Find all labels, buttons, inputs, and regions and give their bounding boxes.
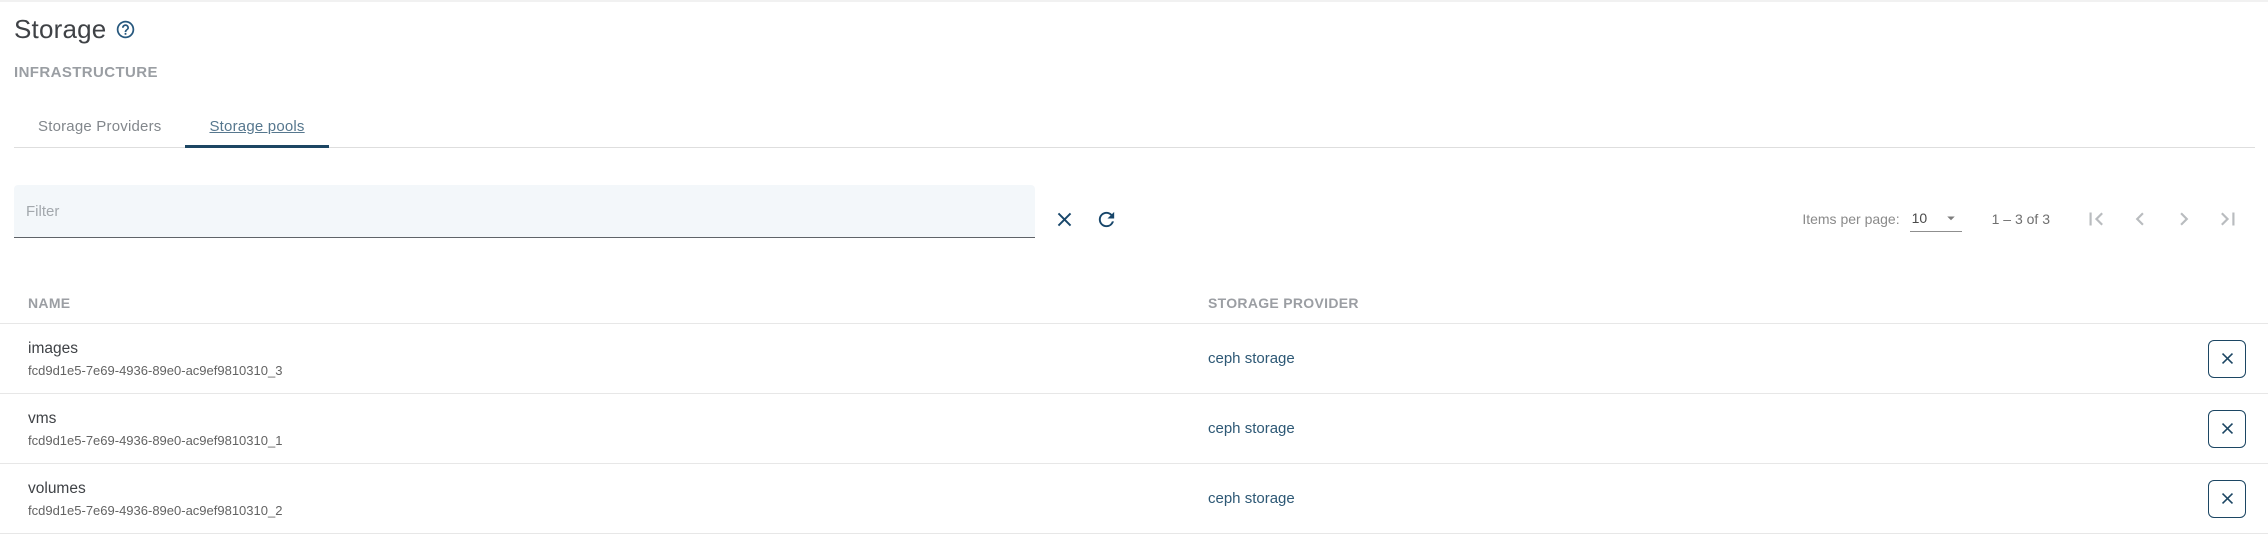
filter-group — [14, 185, 1119, 238]
pool-name-cell: images fcd9d1e5-7e69-4936-89e0-ac9ef9810… — [0, 340, 1208, 378]
tab-storage-providers[interactable]: Storage Providers — [38, 118, 162, 135]
pool-id: fcd9d1e5-7e69-4936-89e0-ac9ef9810310_1 — [28, 432, 283, 448]
close-x-icon — [2221, 492, 2233, 505]
column-header-storage-provider: STORAGE PROVIDER — [1208, 294, 1359, 311]
row-actions-cell — [2208, 479, 2268, 518]
help-icon[interactable] — [115, 19, 136, 40]
refresh-button[interactable] — [1093, 206, 1119, 232]
tab-storage-pools[interactable]: Storage pools — [185, 106, 329, 148]
table-row: volumes fcd9d1e5-7e69-4936-89e0-ac9ef981… — [0, 464, 2268, 534]
page-header: Storage — [14, 14, 2255, 45]
table-row: vms fcd9d1e5-7e69-4936-89e0-ac9ef9810310… — [0, 394, 2268, 464]
clear-x-icon — [1053, 208, 1076, 231]
tab-bar: Storage Providers Storage pools — [14, 106, 2255, 148]
storage-provider-link[interactable]: ceph storage — [1208, 350, 1295, 367]
pager-buttons — [2074, 204, 2250, 234]
close-x-icon — [2221, 422, 2233, 435]
table-header-row: NAME STORAGE PROVIDER — [0, 282, 2268, 324]
pool-name: volumes — [28, 479, 86, 497]
clear-filter-button[interactable] — [1051, 206, 1077, 232]
delete-pool-button[interactable] — [2208, 479, 2246, 518]
refresh-icon — [1095, 208, 1118, 231]
first-page-button[interactable] — [2079, 204, 2113, 234]
page-title: Storage — [14, 14, 107, 44]
pool-id: fcd9d1e5-7e69-4936-89e0-ac9ef9810310_3 — [28, 362, 283, 378]
chevron-down-icon — [1946, 216, 1955, 220]
close-x-icon — [2221, 352, 2233, 365]
paginator-range-label: 1 – 3 of 3 — [1991, 211, 2050, 227]
next-page-button[interactable] — [2167, 204, 2201, 234]
section-label: INFRASTRUCTURE — [14, 64, 158, 81]
chevron-right-icon — [2180, 212, 2189, 226]
pool-name-cell: volumes fcd9d1e5-7e69-4936-89e0-ac9ef981… — [0, 480, 1208, 518]
filter-field — [14, 185, 1035, 238]
first-page-icon — [2089, 212, 2103, 226]
page-size-select[interactable]: 10 — [1909, 207, 1962, 232]
storage-pools-table: NAME STORAGE PROVIDER images fcd9d1e5-7e… — [0, 282, 2268, 534]
pool-name-cell: vms fcd9d1e5-7e69-4936-89e0-ac9ef9810310… — [0, 410, 1208, 448]
previous-page-button[interactable] — [2123, 204, 2157, 234]
pool-name: vms — [28, 409, 57, 427]
viewport-top-divider — [0, 0, 2268, 2]
page-size-value: 10 — [1911, 209, 1928, 226]
chevron-left-icon — [2135, 212, 2144, 226]
items-per-page-label: Items per page: — [1802, 211, 1900, 227]
row-actions-cell — [2208, 339, 2268, 378]
pool-id: fcd9d1e5-7e69-4936-89e0-ac9ef9810310_2 — [28, 502, 283, 518]
storage-provider-link[interactable]: ceph storage — [1208, 420, 1295, 437]
delete-pool-button[interactable] — [2208, 339, 2246, 378]
column-header-name: NAME — [28, 294, 71, 311]
last-page-icon — [2221, 212, 2235, 226]
row-actions-cell — [2208, 409, 2268, 448]
paginator: Items per page: 10 1 – 3 of 3 — [1802, 204, 2250, 238]
pool-name: images — [28, 339, 78, 357]
last-page-button[interactable] — [2211, 204, 2245, 234]
storage-provider-link[interactable]: ceph storage — [1208, 490, 1295, 507]
filter-input[interactable] — [14, 185, 1035, 237]
table-row: images fcd9d1e5-7e69-4936-89e0-ac9ef9810… — [0, 324, 2268, 394]
toolbar: Items per page: 10 1 – 3 of 3 — [14, 185, 2250, 238]
delete-pool-button[interactable] — [2208, 409, 2246, 448]
